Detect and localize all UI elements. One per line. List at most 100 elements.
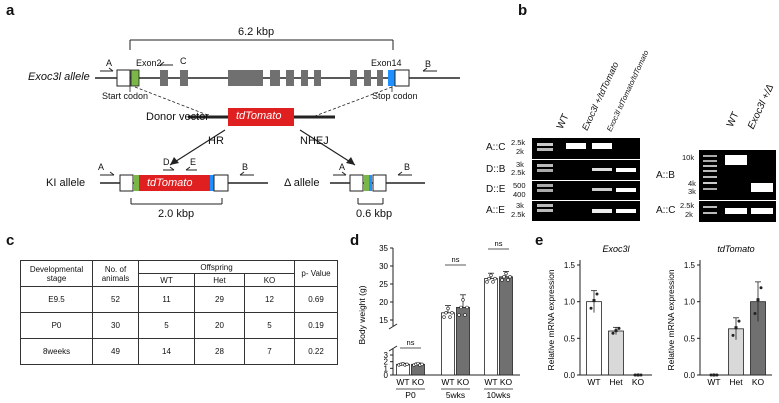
x-tick-label: Het	[729, 377, 743, 387]
y-tick-label: 2	[384, 358, 389, 367]
cell-stage: E9.5	[20, 286, 93, 313]
start-codon-label: Start codon	[102, 91, 149, 101]
tick-ac-1: 2.5k	[511, 138, 526, 147]
data-point	[442, 315, 446, 319]
panel-letter-a: a	[6, 2, 15, 19]
data-point	[508, 275, 512, 279]
header-pvalue: p- Value	[294, 260, 338, 287]
significance-label: ns	[495, 240, 503, 248]
data-point	[617, 326, 621, 330]
data-point	[709, 373, 713, 377]
y-tick-label: 3	[384, 351, 389, 360]
data-point	[636, 373, 640, 377]
tdtomato-donor-box	[228, 108, 294, 126]
row-label-db: D::B	[486, 164, 506, 175]
exon-box	[228, 70, 263, 86]
cell-ko: 5	[244, 312, 295, 339]
data-point	[485, 280, 489, 284]
group-label: 10wks	[486, 390, 510, 400]
cell-ko: 7	[244, 338, 295, 365]
bar-ko	[456, 307, 470, 376]
y-axis-title: Relative mRNA expression	[546, 269, 556, 370]
tdtomato-donor-label: tdTomato	[236, 110, 282, 122]
nhej-label: NHEJ	[300, 135, 329, 147]
lane-label-delta-text: Exoc3l +/Δ	[746, 82, 777, 131]
exon14-label: Exon14	[371, 58, 402, 68]
data-point	[465, 305, 469, 310]
donor-vector-label: Donor vector	[146, 111, 209, 123]
data-point	[450, 311, 454, 315]
cell-wt: 14	[138, 338, 195, 365]
cell-stage: P0	[20, 312, 93, 339]
cell-het: 20	[194, 312, 245, 339]
y-tick-label: 1.5	[684, 261, 696, 270]
data-point	[715, 373, 719, 377]
y-tick-label: 25	[379, 280, 388, 289]
y-tick-label: 0.0	[684, 371, 696, 380]
gel-db	[532, 160, 640, 180]
data-point	[611, 331, 615, 335]
tick-db-2: 2.5k	[511, 168, 526, 177]
allele-label: Exoc3l allele	[28, 71, 90, 83]
x-tick-label: KO	[457, 377, 470, 387]
targeting-schematic	[95, 39, 460, 205]
data-point	[734, 326, 738, 330]
y-tick-label: 0.5	[684, 334, 696, 343]
exon-box	[180, 70, 188, 86]
delta-size-label: 0.6 kbp	[356, 208, 393, 220]
data-point	[737, 319, 741, 323]
y-tick-label: 20	[379, 298, 388, 307]
bar-wt	[441, 312, 455, 376]
significance-label: ns	[452, 255, 460, 264]
stop-codon-label: Stop codon	[372, 91, 418, 101]
ki-size-label: 2.0 kbp	[158, 208, 195, 220]
data-point	[459, 305, 463, 310]
data-point	[639, 373, 643, 377]
group-label: 5wks	[446, 390, 465, 400]
data-point	[448, 315, 452, 319]
table-row: E9.5 52 11 29 12 0.69	[20, 286, 338, 313]
gel-bands-left	[537, 143, 636, 213]
x-tick-label: WT	[484, 377, 497, 387]
header-ko: KO	[244, 273, 295, 287]
panel-letter-d: d	[350, 232, 360, 249]
y-tick-label: 30	[379, 262, 388, 271]
x-tick-label: WT	[396, 377, 409, 387]
table-row: P0 30 5 20 5 0.19	[20, 312, 338, 339]
header-offspring: Offspring	[138, 260, 295, 274]
data-point	[595, 292, 599, 296]
exon-box	[301, 70, 308, 86]
panel-letter-c: c	[6, 232, 15, 249]
cell-p: 0.19	[294, 312, 338, 339]
data-point	[592, 299, 596, 303]
panel-letter-b: b	[518, 2, 528, 19]
group-label: P0	[405, 390, 416, 400]
primer-c-label: C	[180, 56, 187, 66]
delta-allele-label: Δ allele	[284, 177, 320, 189]
row-label-ac-right: A::C	[656, 205, 676, 216]
data-point	[731, 333, 735, 337]
data-point	[457, 313, 461, 317]
exon-box	[364, 70, 371, 86]
cell-animals: 49	[92, 338, 139, 365]
data-point	[753, 312, 757, 316]
x-tick-label: WT	[441, 377, 454, 387]
header-stage: Developmental stage	[20, 260, 93, 287]
x-tick-label: KO	[752, 377, 765, 387]
ki-allele-label: KI allele	[46, 177, 86, 189]
data-point	[759, 286, 763, 290]
y-tick-label: 1	[384, 364, 389, 373]
data-point	[504, 271, 508, 276]
cell-ko: 12	[244, 286, 295, 313]
utr-box-left	[116, 69, 131, 87]
cell-p: 0.69	[294, 286, 338, 313]
y-tick-label: 1.0	[564, 298, 576, 307]
data-point	[489, 273, 493, 278]
x-tick-label: Het	[609, 377, 623, 387]
cell-wt: 11	[138, 286, 195, 313]
x-tick-label: WT	[707, 377, 720, 387]
axis-break-mark	[388, 323, 398, 330]
tick-ab-4k: 4k	[688, 179, 696, 188]
bar-ko	[499, 276, 513, 376]
